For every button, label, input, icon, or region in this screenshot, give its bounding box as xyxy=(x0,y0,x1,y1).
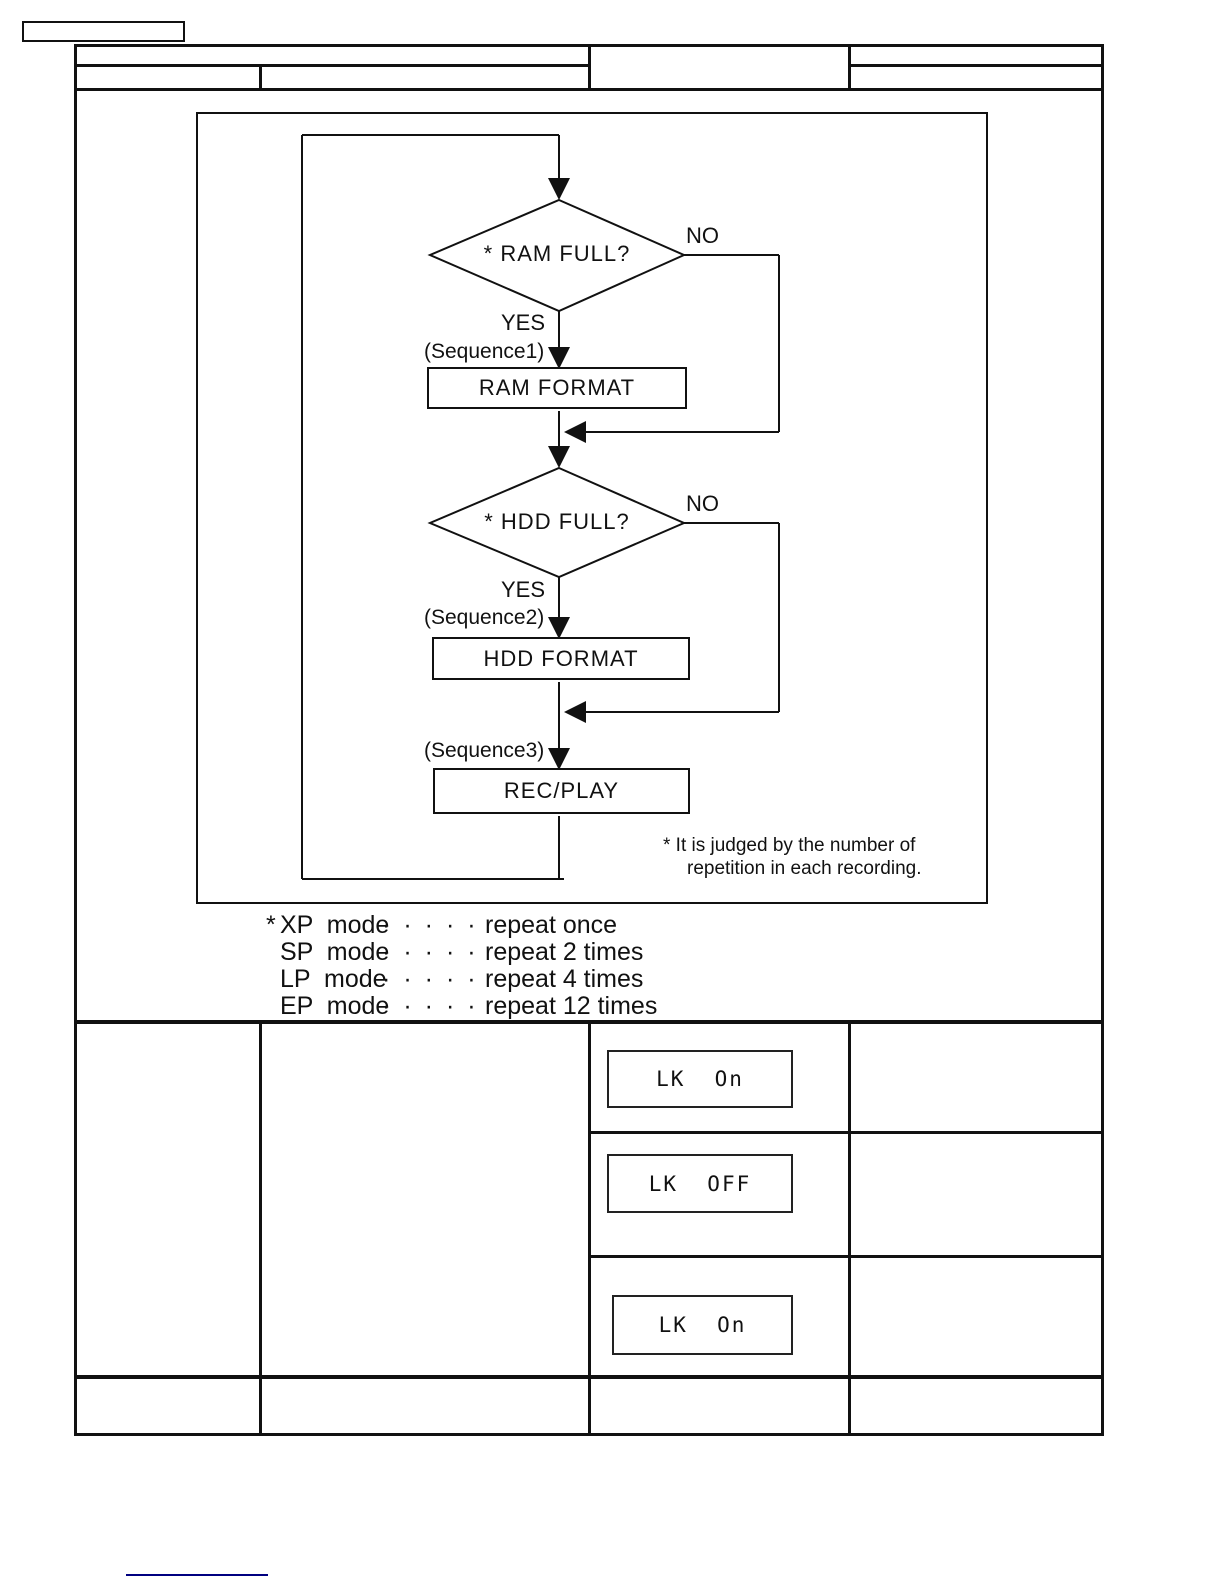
grid-line xyxy=(588,1255,1104,1258)
sequence3-label: (Sequence3) xyxy=(424,739,545,762)
grid-line xyxy=(848,1020,851,1436)
decision2-yes-label: YES xyxy=(501,577,546,602)
mode-name: LP mode xyxy=(280,965,387,993)
mode-dots: ····· xyxy=(382,965,489,993)
mode-dots: ····· xyxy=(382,992,489,1020)
mode-note-row: *XP mode·····repeat once xyxy=(266,911,657,939)
osd-box-lk-on-2: LK On xyxy=(612,1295,793,1355)
arrowhead-down-icon xyxy=(548,178,570,200)
arrowhead-left-icon xyxy=(564,701,586,723)
decision1-no-label: NO xyxy=(686,223,719,248)
grid-line xyxy=(74,1375,1104,1379)
arrowhead-down-icon xyxy=(548,748,570,770)
footnote-line1: * It is judged by the number of xyxy=(663,835,916,856)
grid-line xyxy=(259,64,262,91)
arrowhead-down-icon xyxy=(548,446,570,468)
flowchart-frame xyxy=(196,112,988,904)
decision2-label: * HDD FULL? xyxy=(484,509,630,534)
mode-desc: repeat 4 times xyxy=(485,965,644,993)
osd-box-lk-off: LK OFF xyxy=(607,1154,793,1213)
arrowhead-down-icon xyxy=(548,617,570,639)
flowchart-connectors xyxy=(301,134,780,880)
mode-dots: ····· xyxy=(382,938,489,966)
grid-line xyxy=(1101,44,1104,1436)
process2-box: HDD FORMAT xyxy=(432,637,690,680)
mode-desc: repeat 2 times xyxy=(485,938,644,966)
decision2-diamond xyxy=(427,466,687,579)
decision1-yes-label: YES xyxy=(501,310,546,335)
mode-note-row: LP mode·····repeat 4 times xyxy=(266,965,657,993)
grid-line xyxy=(74,1433,1104,1436)
mode-dots: ····· xyxy=(382,911,489,939)
footer-underline xyxy=(126,1574,268,1576)
process3-box: REC/PLAY xyxy=(433,768,690,814)
grid-line xyxy=(588,1020,591,1436)
osd-label: LK On xyxy=(658,1313,747,1337)
mode-name: SP mode xyxy=(280,938,390,966)
decision1-label: * RAM FULL? xyxy=(483,241,631,266)
grid-line xyxy=(848,44,851,91)
grid-line xyxy=(588,44,591,91)
grid-line xyxy=(588,1131,1104,1134)
sequence2-label: (Sequence2) xyxy=(424,606,545,629)
grid-line xyxy=(74,64,591,67)
mode-desc: repeat once xyxy=(485,911,618,939)
mode-note-row: EP mode·····repeat 12 times xyxy=(266,992,658,1020)
grid-line xyxy=(848,64,1104,67)
mode-notes: *XP mode·····repeat once SP mode·····rep… xyxy=(266,911,658,1020)
process1-box: RAM FORMAT xyxy=(427,367,687,409)
sequence1-label: (Sequence1) xyxy=(424,340,545,363)
decision1-diamond xyxy=(427,198,687,313)
osd-label: LK On xyxy=(656,1067,744,1091)
grid-line xyxy=(74,44,77,1436)
mode-desc: repeat 12 times xyxy=(485,992,658,1020)
footnote-line2: repetition in each recording. xyxy=(687,858,922,879)
mode-star: * xyxy=(266,911,276,939)
mode-name: XP mode xyxy=(280,911,390,939)
osd-box-lk-on-1: LK On xyxy=(607,1050,793,1108)
arrowhead-down-icon xyxy=(548,347,570,369)
mode-note-row: SP mode·····repeat 2 times xyxy=(266,938,657,966)
grid-line xyxy=(259,1020,262,1436)
mode-name: EP mode xyxy=(280,992,390,1020)
arrowhead-left-icon xyxy=(564,421,586,443)
decision2-no-label: NO xyxy=(686,491,719,516)
title-block-small-box xyxy=(22,21,185,42)
osd-label: LK OFF xyxy=(648,1171,752,1196)
